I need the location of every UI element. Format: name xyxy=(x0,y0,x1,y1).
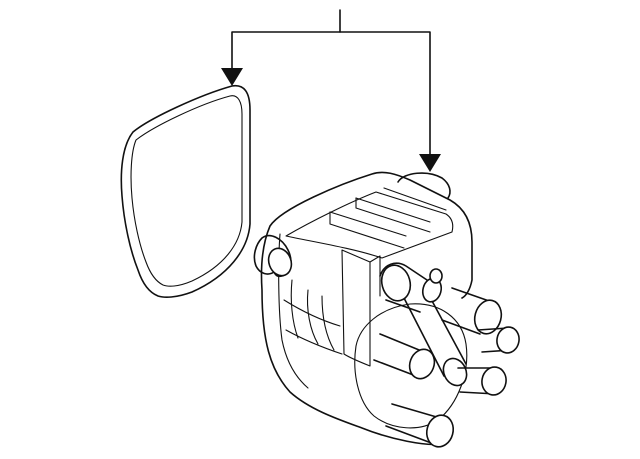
gasket-part[interactable] xyxy=(120,84,251,298)
arrow-to-cap-icon xyxy=(419,154,441,172)
distributor-cap-part[interactable] xyxy=(253,171,473,446)
callout-leader xyxy=(231,9,431,159)
arrow-to-gasket-icon xyxy=(221,68,243,86)
terminal-towers[interactable] xyxy=(373,262,521,450)
